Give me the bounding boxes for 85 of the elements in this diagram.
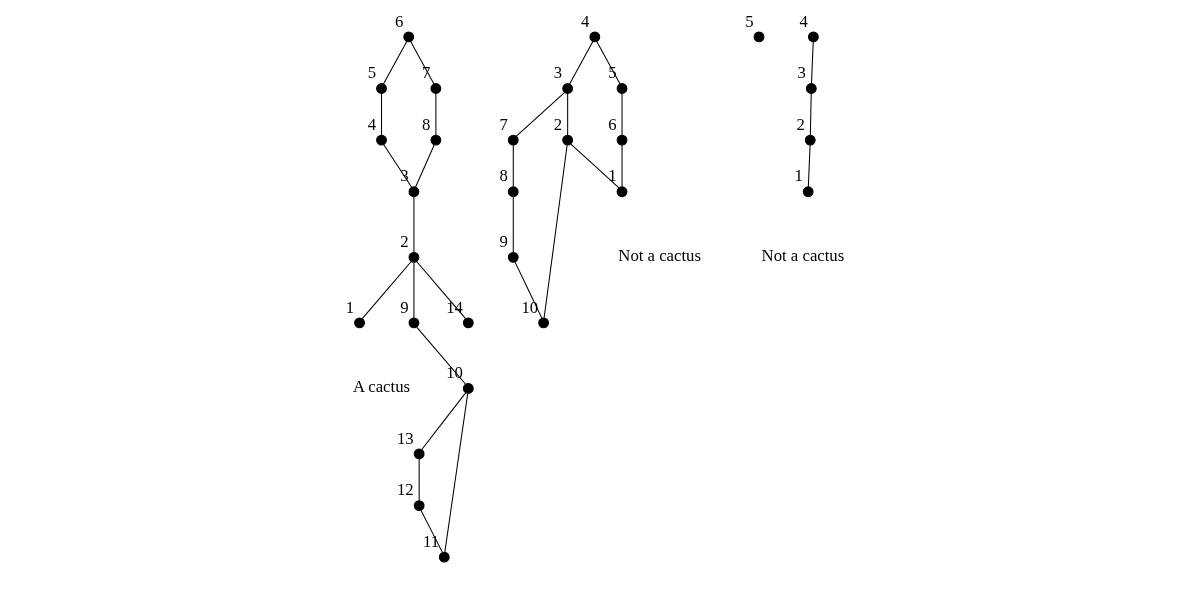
- node-label: 6: [394, 11, 403, 31]
- node-circle: [429, 134, 441, 146]
- connector: [415, 326, 466, 385]
- connector: [412, 195, 414, 253]
- node-label: 4: [580, 11, 589, 31]
- node-circle: [507, 251, 519, 263]
- connector: [419, 509, 443, 553]
- node-label: 2: [553, 114, 562, 134]
- node-circle: [375, 82, 387, 94]
- label: A cactus: [352, 376, 410, 396]
- connector: [810, 40, 814, 84]
- node-label: 3: [797, 62, 806, 82]
- node-circle: [507, 185, 519, 197]
- node-label: 8: [421, 114, 430, 134]
- node-label: 6: [607, 114, 617, 134]
- node-label: 9: [399, 297, 409, 317]
- connector: [409, 40, 434, 84]
- connector: [515, 91, 565, 137]
- connector: [418, 457, 420, 501]
- node-label: 11: [422, 531, 439, 551]
- connector: [569, 143, 619, 188]
- node-label: 3: [553, 62, 562, 82]
- node-circle: [462, 316, 474, 328]
- connector: [621, 144, 623, 187]
- node-circle: [805, 82, 817, 94]
- node-label: 4: [799, 11, 808, 31]
- node-circle: [375, 134, 387, 146]
- connector: [382, 40, 407, 84]
- node-circle: [438, 551, 450, 563]
- node-label: 7: [498, 114, 508, 134]
- connector: [512, 144, 514, 187]
- label: Not a cactus: [761, 245, 844, 265]
- node-circle: [561, 82, 573, 94]
- node-label: 9: [498, 231, 508, 251]
- node-label: 5: [367, 62, 376, 82]
- node-circle: [413, 499, 425, 511]
- node-circle: [507, 134, 519, 146]
- connector: [621, 92, 623, 136]
- label: Not a cactus: [617, 245, 701, 265]
- connector: [414, 144, 435, 187]
- node-label: 13: [396, 428, 414, 448]
- node-circle: [408, 185, 419, 197]
- node-label: 1: [607, 165, 617, 185]
- node-circle: [753, 31, 764, 42]
- node-label: 5: [744, 11, 754, 31]
- node-circle: [616, 134, 627, 146]
- connector: [420, 391, 466, 450]
- node-circle: [402, 31, 414, 42]
- node-label: 2: [795, 114, 805, 134]
- connector: [595, 40, 621, 84]
- node-label: 12: [396, 479, 414, 499]
- node-label: 1: [793, 165, 803, 185]
- node-circle: [408, 251, 419, 263]
- node-circle: [807, 31, 819, 42]
- node-label: 1: [345, 297, 354, 317]
- node-circle: [413, 448, 425, 459]
- node-circle: [462, 382, 474, 394]
- node-circle: [561, 134, 573, 146]
- connector: [380, 92, 382, 136]
- connector: [514, 261, 542, 319]
- connector: [412, 261, 414, 318]
- node-circle: [429, 82, 441, 94]
- connector: [807, 144, 811, 187]
- node-circle: [408, 316, 419, 328]
- node-circle: [616, 185, 627, 197]
- node-circle: [588, 31, 600, 42]
- node-circle: [804, 134, 816, 146]
- connector: [415, 260, 466, 319]
- connector: [361, 260, 412, 319]
- connector: [809, 92, 812, 136]
- connector: [543, 144, 568, 318]
- connector: [566, 92, 568, 136]
- node-label: 10: [520, 297, 538, 317]
- connector: [382, 143, 412, 188]
- node-circle: [616, 82, 627, 94]
- node-circle: [353, 316, 365, 328]
- node-circle: [537, 316, 549, 328]
- node-circle: [802, 185, 814, 197]
- connector: [512, 195, 514, 253]
- connector: [443, 392, 468, 553]
- node-label: 2: [399, 231, 409, 251]
- connector: [568, 40, 593, 84]
- node-label: 8: [498, 165, 508, 185]
- connector: [434, 92, 436, 136]
- node-label: 4: [367, 114, 376, 134]
